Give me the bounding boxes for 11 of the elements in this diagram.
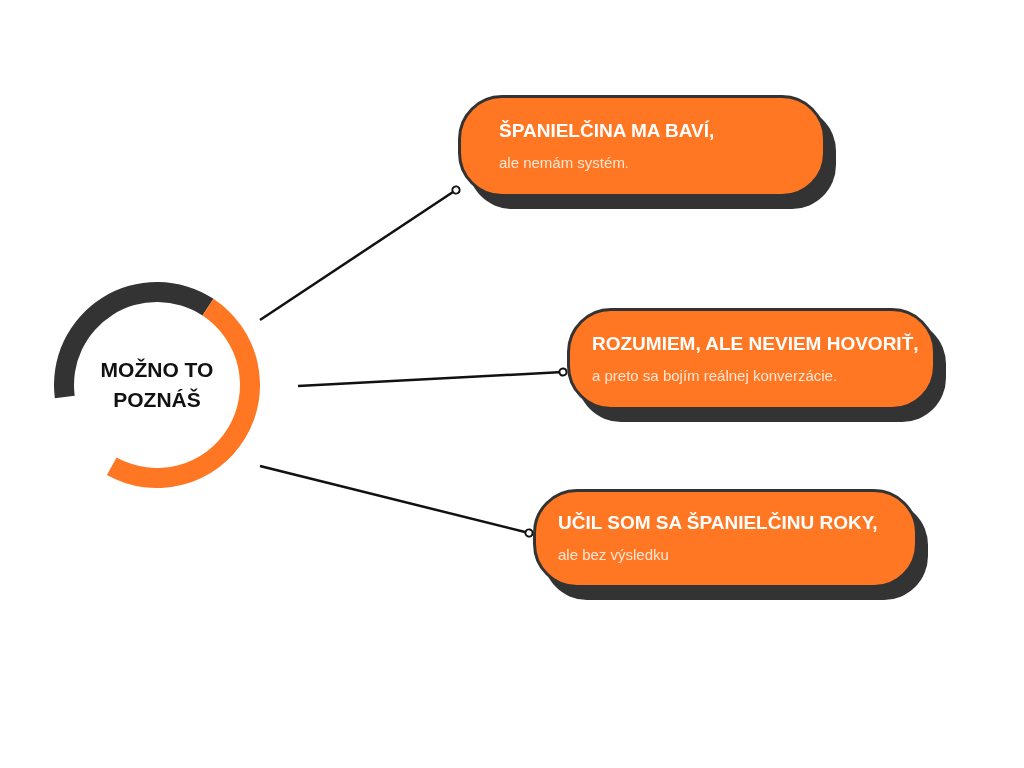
card-heading: ŠPANIELČINA MA BAVÍ, — [499, 120, 715, 142]
ring-label: MOŽNO TO POZNÁŠ — [99, 357, 215, 413]
card-text: ale bez výsledku — [558, 546, 670, 563]
connector-line — [259, 185, 461, 322]
card-text: ale nemám systém. — [499, 154, 631, 171]
card-text: a preto sa bojím reálnej konverzácie. — [592, 367, 839, 384]
card-heading: ROZUMIEM, ALE NEVIEM HOVORIŤ, — [592, 333, 919, 355]
connector-line — [297, 367, 568, 388]
connector-line — [259, 464, 534, 538]
ring-node — [54, 282, 260, 488]
card-heading: UČIL SOM SA ŠPANIELČINU ROKY, — [558, 512, 878, 534]
